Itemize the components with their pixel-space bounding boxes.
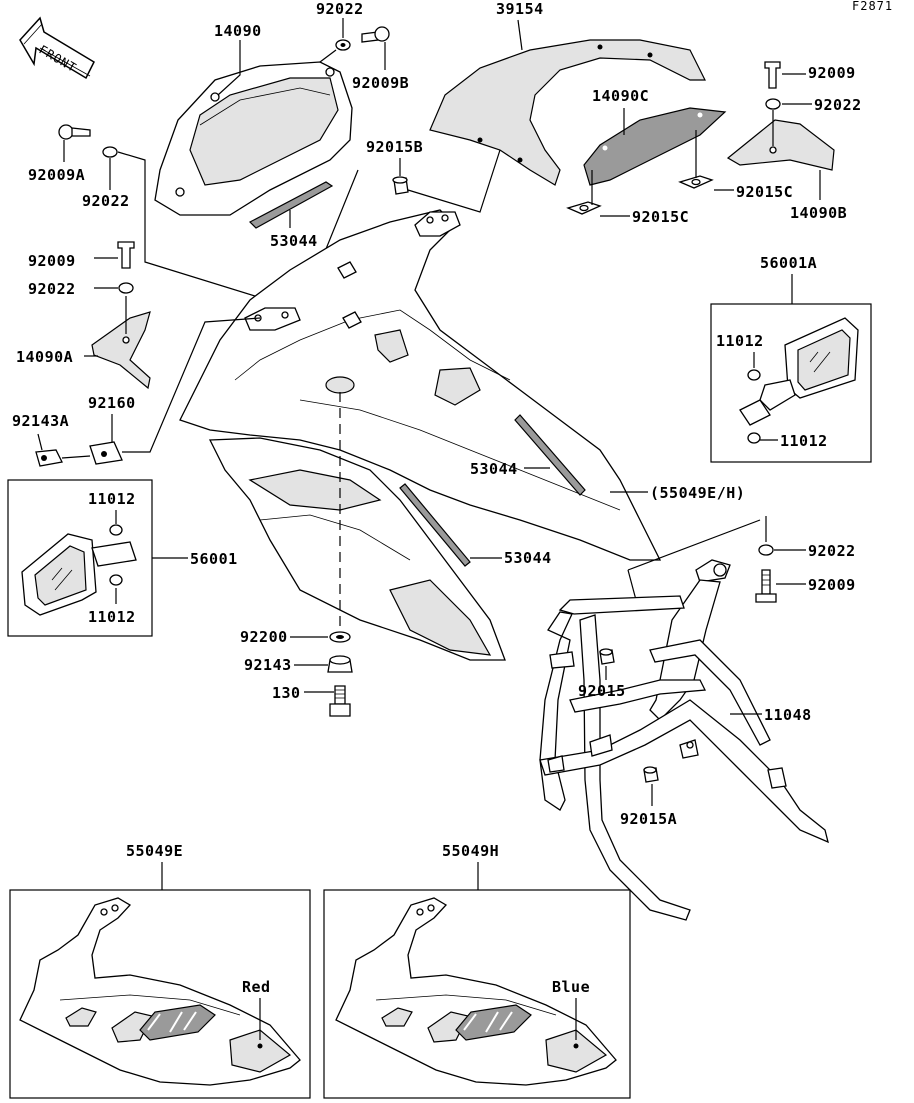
- screw-92009-l: [117, 241, 135, 269]
- label-92022-l: 92022: [82, 192, 130, 210]
- label-53044-a: 53044: [270, 232, 318, 250]
- plate-14090C: [583, 107, 727, 186]
- label-blue: Blue: [552, 978, 590, 996]
- label-92009A: 92009A: [28, 166, 85, 184]
- label-56001: 56001: [190, 550, 238, 568]
- label-92022-r: 92022: [808, 542, 856, 560]
- label-92015: 92015: [578, 682, 626, 700]
- label-11012-r2: 11012: [780, 432, 828, 450]
- cowling-55049E: [19, 897, 301, 1086]
- label-red: Red: [242, 978, 271, 996]
- clip-upper: [337, 261, 357, 279]
- label-92200: 92200: [240, 628, 288, 646]
- washer-92022-l: [102, 146, 118, 158]
- label-92015C-b: 92015C: [632, 208, 689, 226]
- screw-92009-tr: [764, 61, 781, 89]
- screw-92009B: [361, 26, 390, 43]
- upper-cowling: [179, 209, 662, 561]
- label-14090C: 14090C: [592, 87, 649, 105]
- label-11012-l1: 11012: [88, 490, 136, 508]
- front-arrow-icon: FRONT: [19, 16, 95, 80]
- figure-code: F2871: [852, 0, 893, 13]
- washer-92022-tr: [765, 98, 781, 110]
- label-14090B: 14090B: [790, 204, 847, 222]
- label-92022-tr: 92022: [814, 96, 862, 114]
- label-11012-r1: 11012: [716, 332, 764, 350]
- label-92009-l: 92009: [28, 252, 76, 270]
- bracket-14090B: [726, 119, 835, 171]
- frame-stay-11048: [539, 559, 829, 921]
- label-130: 130: [272, 684, 301, 702]
- label-14090: 14090: [214, 22, 262, 40]
- lower-cowling: [208, 437, 506, 661]
- nut-92015C-b: [566, 201, 602, 215]
- label-92015A: 92015A: [620, 810, 677, 828]
- grommet-92143A: [35, 449, 63, 467]
- label-92015C-a: 92015C: [736, 183, 793, 201]
- mirror-56001A-box: [710, 303, 872, 463]
- grommet-92015: [599, 648, 615, 665]
- washer-92022-r: [758, 544, 774, 556]
- label-92009-tr: 92009: [808, 64, 856, 82]
- screw-92009-r: [755, 569, 777, 603]
- nut-92015A: [643, 766, 659, 783]
- cowling-55049H: [335, 897, 617, 1086]
- label-53044-b: 53044: [470, 460, 518, 478]
- label-55049EH: (55049E/H): [650, 484, 745, 502]
- mirror-56001A: [739, 317, 859, 444]
- bolt-130: [329, 685, 351, 717]
- cowling-55049E-box: [9, 889, 311, 1099]
- label-92022-top: 92022: [316, 0, 364, 18]
- label-92160: 92160: [88, 394, 136, 412]
- strip-53044-a: [248, 181, 334, 229]
- label-53044-c: 53044: [504, 549, 552, 567]
- grommet-92015B: [392, 176, 409, 195]
- strip-53044-b: [514, 414, 586, 496]
- bracket-14090A: [91, 311, 151, 390]
- label-92143: 92143: [244, 656, 292, 674]
- meter-cover-14090: [154, 61, 353, 216]
- nut-92015C-a: [678, 175, 714, 189]
- label-11048: 11048: [764, 706, 812, 724]
- screw-92009A: [58, 124, 91, 140]
- mirror-56001: [21, 524, 137, 616]
- label-92022-l2: 92022: [28, 280, 76, 298]
- label-92009-r: 92009: [808, 576, 856, 594]
- label-92143A: 92143A: [12, 412, 69, 430]
- label-55049E: 55049E: [126, 842, 183, 860]
- label-55049H: 55049H: [442, 842, 499, 860]
- label-39154: 39154: [496, 0, 544, 18]
- label-92015B: 92015B: [366, 138, 423, 156]
- label-11012-l2: 11012: [88, 608, 136, 626]
- label-14090A: 14090A: [16, 348, 73, 366]
- cowling-55049H-box: [323, 889, 631, 1099]
- washer-92022-top: [335, 39, 351, 51]
- washer-92022-l2: [118, 282, 134, 294]
- label-92009B: 92009B: [352, 74, 409, 92]
- windshield-39154: [429, 39, 706, 186]
- label-56001A: 56001A: [760, 254, 817, 272]
- strip-53044-c: [399, 483, 471, 567]
- grommet-92160: [89, 441, 123, 465]
